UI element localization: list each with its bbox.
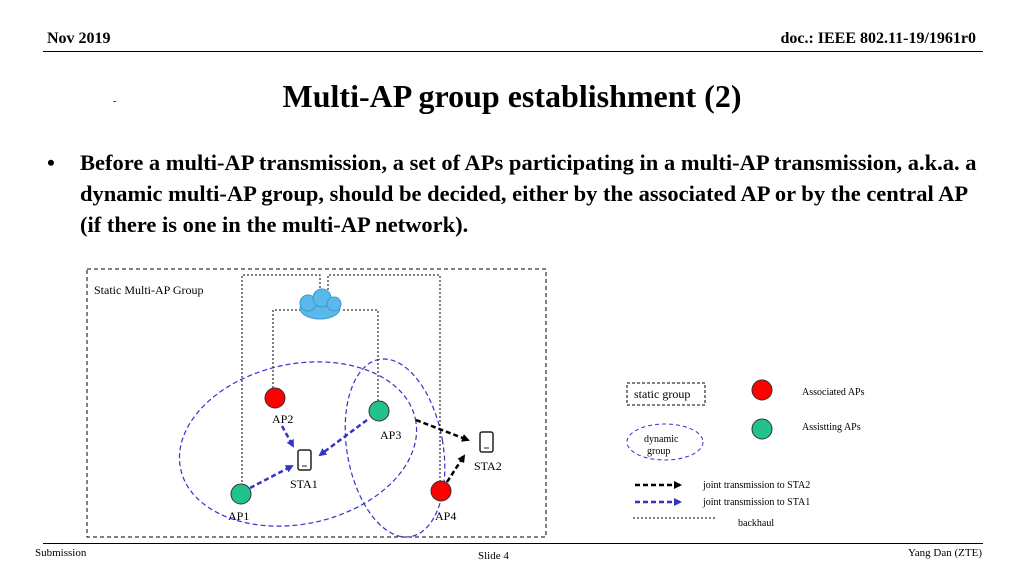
legend-static-group-label: static group bbox=[634, 387, 690, 401]
jt-sta1-arrows bbox=[249, 418, 368, 490]
ap4-label: AP4 bbox=[435, 509, 456, 523]
footer-submission: Submission bbox=[35, 547, 87, 559]
legend-assisting-swatch bbox=[751, 418, 773, 440]
sta2-phone-icon bbox=[479, 431, 494, 453]
legend-backhaul-label: backhaul bbox=[738, 518, 774, 529]
ap4-node bbox=[430, 480, 452, 502]
bullet-text: Before a multi-AP transmission, a set of… bbox=[80, 150, 977, 237]
legend-assisting-label: Assistting APs bbox=[802, 422, 861, 433]
header-rule bbox=[43, 51, 983, 52]
legend-dynamic-group-swatch bbox=[626, 423, 704, 461]
stray-mark: - bbox=[113, 96, 117, 107]
footer-author: Yang Dan (ZTE) bbox=[907, 547, 982, 559]
ap3-node bbox=[368, 400, 390, 422]
sta2-label: STA2 bbox=[474, 459, 502, 473]
jt-sta2-arrows bbox=[415, 418, 470, 483]
dynamic-group-2 bbox=[344, 358, 446, 538]
legend-associated-swatch bbox=[751, 379, 773, 401]
ap1-node bbox=[230, 483, 252, 505]
header-doc-id: doc.: IEEE 802.11-19/1961r0 bbox=[780, 30, 976, 47]
footer-rule bbox=[43, 543, 983, 544]
ap1-label: AP1 bbox=[228, 509, 249, 523]
backhaul-lines bbox=[241, 274, 441, 490]
footer-slide-number: Slide 4 bbox=[478, 550, 509, 562]
static-group-box bbox=[86, 268, 547, 538]
header-date: Nov 2019 bbox=[47, 30, 111, 47]
sta1-phone-icon bbox=[297, 449, 312, 471]
ap2-label: AP2 bbox=[272, 412, 293, 426]
static-group-label: Static Multi-AP Group bbox=[94, 283, 204, 297]
cloud-icon bbox=[299, 288, 342, 320]
sta1-label: STA1 bbox=[290, 477, 318, 491]
legend-jt-sta2-label: joint transmission to STA2 bbox=[702, 480, 810, 491]
bullet-mark: • bbox=[47, 150, 55, 175]
legend-dynamic-group-label: dynamic group bbox=[644, 434, 681, 457]
slide-title: Multi-AP group establishment (2) bbox=[282, 78, 742, 114]
legend-jt-sta1-label: joint transmission to STA1 bbox=[702, 497, 810, 508]
dynamic-group-1 bbox=[178, 361, 418, 527]
legend-associated-label: Associated APs bbox=[802, 387, 865, 398]
ap2-node bbox=[264, 387, 286, 409]
ap3-label: AP3 bbox=[380, 428, 401, 442]
